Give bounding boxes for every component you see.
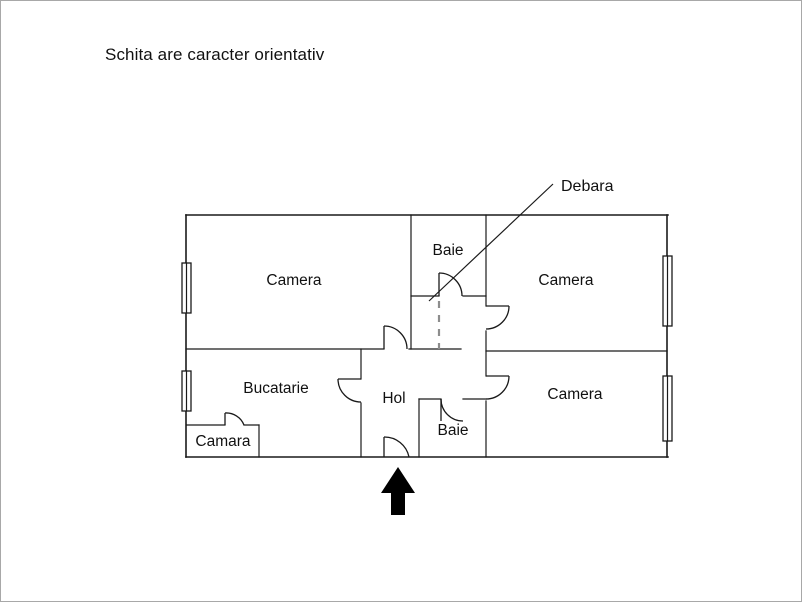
- room-label-hol: Hol: [382, 390, 405, 407]
- windows: [181, 255, 673, 442]
- window-left-upper: [181, 262, 192, 314]
- room-label-camera-bottom-right: Camera: [547, 386, 603, 403]
- window-right-lower: [662, 375, 673, 442]
- room-label-baie-bottom: Baie: [437, 422, 468, 439]
- doors: [224, 272, 510, 458]
- room-label-bucatarie: Bucatarie: [243, 380, 308, 397]
- main-entrance-arrow: [381, 467, 415, 515]
- room-label-camara: Camara: [195, 433, 251, 450]
- room-labels: Camera Baie Camera Bucatarie Hol Baie Ca…: [195, 242, 603, 450]
- window-right-upper: [662, 255, 673, 327]
- window-left-lower: [181, 370, 192, 412]
- callout-label-debara: Debara: [561, 178, 614, 195]
- page-title: Schita are caracter orientativ: [105, 45, 325, 64]
- door-camera-top-left: [383, 325, 408, 350]
- room-label-camera-top-right: Camera: [538, 272, 594, 289]
- door-baie-top: [438, 272, 463, 297]
- interior-walls: [185, 214, 668, 458]
- exterior-walls: [185, 214, 669, 458]
- door-baie-bottom: [440, 398, 464, 422]
- debara-leader-line: [428, 183, 554, 302]
- door-camara: [224, 412, 245, 426]
- room-label-camera-top-left: Camera: [266, 272, 322, 289]
- door-camera-top-right: [485, 305, 510, 330]
- callout-labels: Debara: [561, 178, 614, 195]
- door-bucatarie: [337, 378, 362, 403]
- door-camera-bottom-right: [485, 375, 510, 400]
- door-main-entrance: [383, 436, 410, 458]
- room-label-baie-top: Baie: [432, 242, 463, 259]
